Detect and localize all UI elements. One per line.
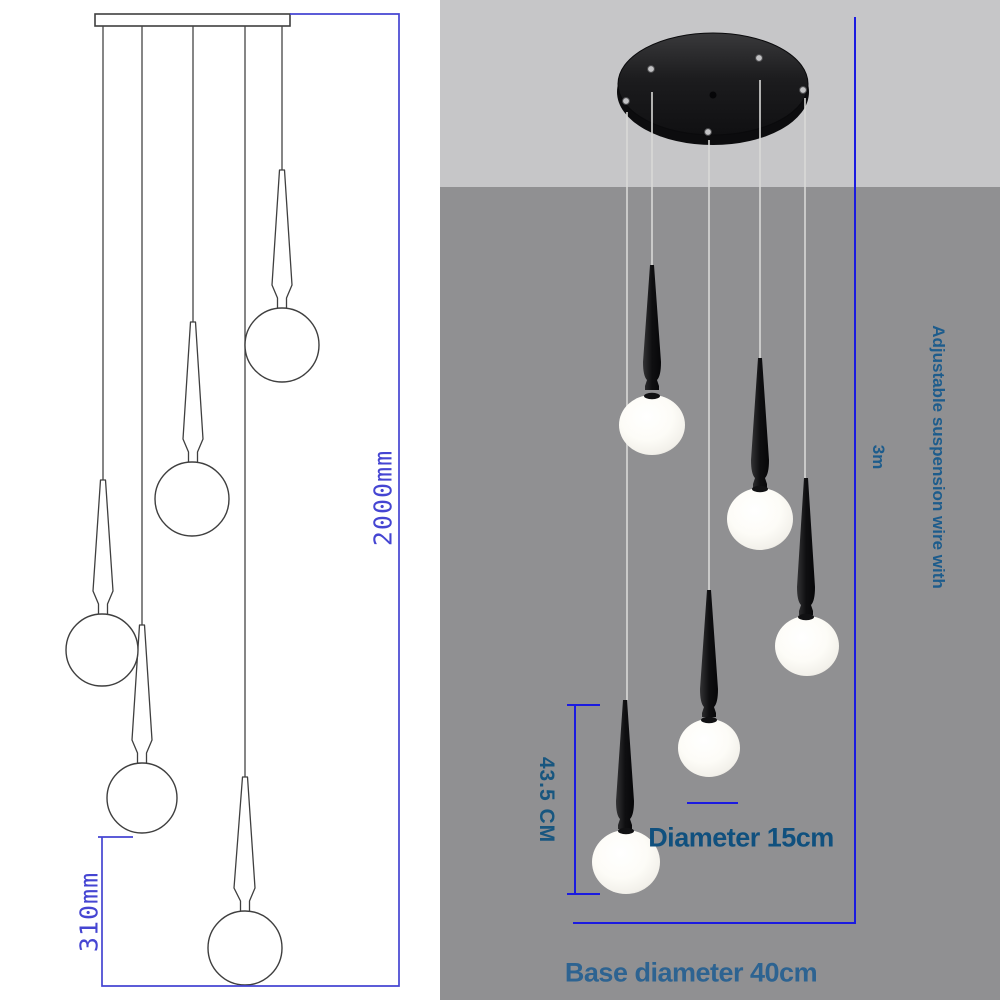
pendant-height-dimension-line (567, 704, 600, 895)
canopy-screws (622, 54, 807, 136)
cad-drawing-canvas (65, 13, 400, 987)
pendant-2 (727, 358, 793, 550)
right-product-photo (440, 0, 1000, 1000)
suspension-wire-note-line2: 3m (869, 444, 888, 470)
overall-height-label: 2000mm (368, 449, 398, 547)
cad-dimension-lines (98, 13, 400, 987)
left-technical-drawing (0, 0, 440, 1000)
canopy-center-knob (709, 91, 717, 99)
cad-ceiling-plate (94, 13, 291, 27)
bottom-drop-label: 310mm (74, 871, 104, 953)
photo-dimension-lines (567, 17, 856, 924)
pendants (592, 265, 839, 894)
ceiling-canopy (617, 32, 809, 145)
suspension-height-dimension-line (573, 17, 856, 924)
suspension-wire-note-line1: Adjustable suspension wire with (929, 325, 948, 589)
pendant-1 (619, 265, 685, 455)
shade-diameter-label: Diameter 15cm (648, 822, 834, 853)
photo-canvas (440, 0, 1000, 1000)
suspension-wire-note: Adjustable suspension wire with 3m (828, 322, 988, 592)
pendant-4 (592, 700, 660, 894)
photo-wall-lower (440, 187, 1000, 1000)
pendant-5 (678, 590, 740, 777)
pendant-height-label: 43.5 CM (535, 756, 558, 844)
pendant-3 (775, 478, 839, 676)
cad-dimension-2000mm-line (101, 13, 400, 987)
base-diameter-label: Base diameter 40cm (564, 957, 818, 988)
cad-pendant-globes (65, 307, 320, 986)
cad-suspension-wires (102, 26, 283, 777)
